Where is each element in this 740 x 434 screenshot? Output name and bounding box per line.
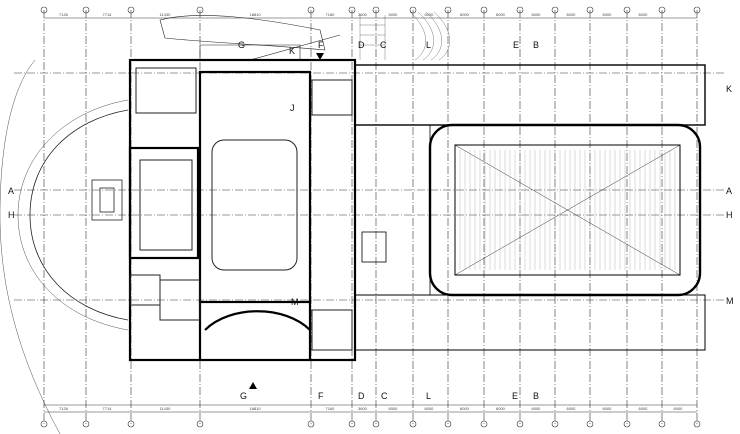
grid-bubble [658, 420, 666, 428]
grid-bubble [40, 420, 48, 428]
dimension-label: 6000 [638, 12, 648, 17]
dimension-label: 6000 [388, 406, 398, 411]
section-marker-c-top: C [380, 40, 387, 50]
grid-bubble [409, 420, 417, 428]
grid-bubble [196, 6, 204, 14]
dimension-label: 7160 [325, 12, 335, 17]
entrance-canopy [159, 15, 341, 61]
dimension-label: 6000 [496, 12, 505, 17]
grid-bubble [623, 6, 631, 14]
stairs [359, 11, 450, 61]
dimension-label: 7126 [59, 12, 68, 17]
dimension-label: 6000 [602, 406, 612, 411]
grid-bubble [551, 420, 559, 428]
seating-hatch [459, 150, 676, 270]
grid-bubble [623, 420, 631, 428]
arena [354, 64, 706, 351]
interior-rooms [129, 67, 353, 351]
dimension-label: 7714 [102, 406, 112, 411]
section-marker-b-top: B [533, 40, 540, 50]
section-marker-e-bottom: E [512, 391, 519, 401]
section-marker-f-top: F [318, 40, 324, 50]
dimension-label: 6000 [638, 406, 648, 411]
section-marker-k-top: K [289, 46, 296, 56]
section-marker-e-top: E [513, 40, 520, 50]
dimension-label: 11430 [159, 406, 171, 411]
side-marker-a-right: A [726, 186, 733, 196]
dimension-label: 7126 [59, 406, 68, 411]
grid-bubble [127, 6, 135, 14]
walls [128, 58, 357, 362]
section-marker-d-top: D [358, 40, 365, 50]
section-marker-f-bottom: F [318, 391, 324, 401]
side-marker-a-left: A [8, 186, 15, 196]
dimension-label: 6000 [531, 12, 541, 17]
grid-bubble [693, 6, 701, 14]
side-marker-h-right: H [726, 210, 733, 220]
grid-bubble [307, 6, 315, 14]
dimension-label: 6000 [424, 12, 434, 17]
dimension-label: 6000 [460, 12, 469, 17]
dimension-label: 6000 [602, 12, 612, 17]
dimension-label: 18810 [249, 12, 261, 17]
dimension-label: 6000 [531, 406, 541, 411]
dimension-label: 3600 [358, 12, 367, 17]
dimension-label: 18810 [249, 406, 261, 411]
grid-bubble [693, 420, 701, 428]
grid-bubble [127, 420, 135, 428]
dimension-label: 6000 [388, 12, 398, 17]
entrance-arrows [249, 53, 324, 389]
side-marker-k-right: K [726, 84, 733, 94]
dimension-label: 11430 [159, 12, 171, 17]
grid-bubble [444, 6, 452, 14]
grid-bubble [307, 420, 315, 428]
grid-bubble [516, 6, 524, 14]
room-letter-j: J [290, 103, 295, 113]
dimension-label: 6000 [424, 406, 434, 411]
grid-bubble [516, 420, 524, 428]
grid-bubble [658, 6, 666, 14]
section-marker-l-bottom: L [426, 391, 432, 401]
side-marker-m-right: M [726, 296, 734, 306]
grid-bubble [82, 6, 90, 14]
section-marker-d-bottom: D [358, 391, 365, 401]
grid-bubble [348, 420, 356, 428]
room-letter-m: M [291, 297, 299, 307]
dimension-label: 6000 [566, 406, 576, 411]
foyer-curve [0, 59, 129, 434]
section-marker-g-bottom: G [240, 391, 248, 401]
section-marker-c-bottom: C [381, 391, 388, 401]
grid-bubble [586, 420, 594, 428]
grid-bubble [82, 420, 90, 428]
grid-bubble [372, 420, 380, 428]
section-marker-g-top: G [238, 40, 246, 50]
grid-bubble [40, 6, 48, 14]
dimension-label: 6000 [566, 12, 576, 17]
section-marker-l-top: L [426, 40, 432, 50]
grid-bubble [480, 420, 488, 428]
dimension-label: 6000 [460, 406, 469, 411]
grid-bubble [444, 420, 452, 428]
dimension-label: 7160 [325, 406, 335, 411]
side-marker-h-left: H [8, 210, 15, 220]
dimension-label: 6000 [673, 406, 683, 411]
section-marker-b-bottom: B [533, 391, 540, 401]
grid-lines [14, 6, 726, 428]
grid-bubble [196, 420, 204, 428]
grid-bubble [551, 6, 559, 14]
grid-bubble [409, 6, 417, 14]
dimension-label: 7714 [102, 12, 112, 17]
dimension-label: 6000 [496, 406, 505, 411]
dimension-label: 3600 [358, 406, 367, 411]
grid-bubble [348, 6, 356, 14]
grid-bubble [372, 6, 380, 14]
grid-bubble [586, 6, 594, 14]
grid-bubble [480, 6, 488, 14]
